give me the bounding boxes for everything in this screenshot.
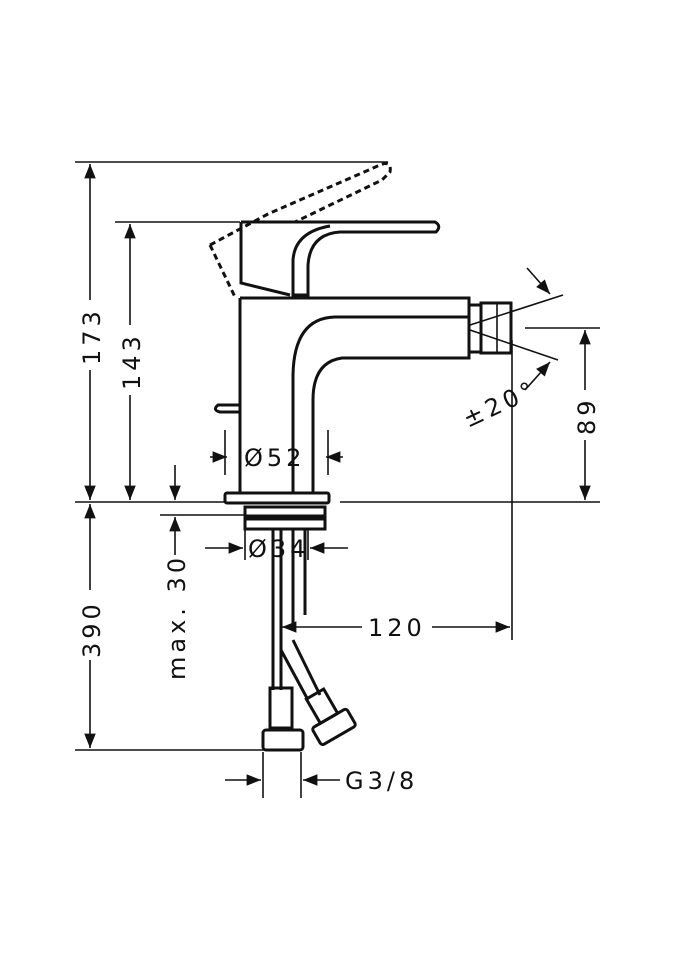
label-swivel-angle: ±20° [459, 375, 542, 434]
faucet-body [208, 162, 513, 752]
label-390: 390 [78, 600, 106, 658]
dimension-diameter-34: Ø34 [205, 535, 348, 563]
dimension-89: 89 [573, 330, 601, 500]
dimension-max-30: max. 30 [163, 465, 191, 680]
label-143: 143 [118, 332, 146, 390]
label-max-30: max. 30 [163, 554, 191, 680]
dimension-diameter-52: Ø52 [210, 444, 343, 472]
reference-lines [75, 161, 600, 798]
label-173: 173 [78, 307, 106, 365]
label-diameter-34: Ø34 [248, 535, 309, 563]
label-89: 89 [573, 396, 601, 435]
dimension-390: 390 [78, 504, 106, 748]
dimension-g3-8: G3/8 [225, 767, 418, 795]
dimension-143: 143 [118, 224, 146, 500]
label-diameter-52: Ø52 [244, 444, 305, 472]
label-g3-8: G3/8 [345, 767, 418, 795]
dimension-173: 173 [78, 164, 106, 500]
dimension-120: 120 [282, 614, 510, 642]
label-120: 120 [368, 614, 426, 642]
